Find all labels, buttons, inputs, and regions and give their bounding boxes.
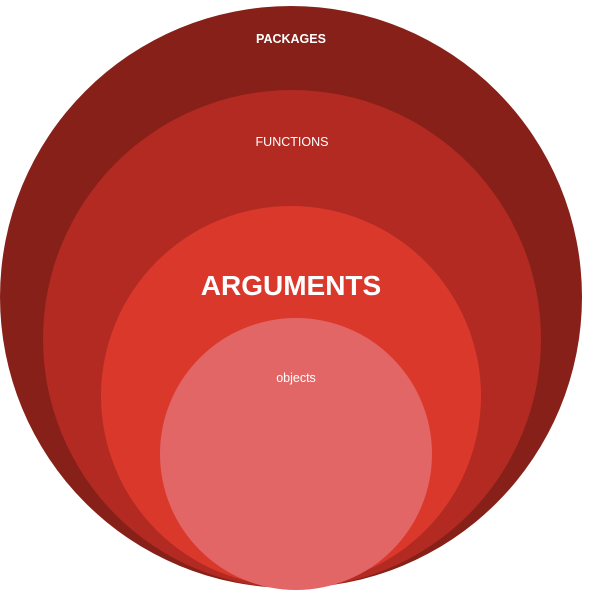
circle-objects xyxy=(160,318,432,590)
label-functions: FUNCTIONS xyxy=(256,135,329,149)
label-objects: objects xyxy=(276,371,316,385)
label-packages: PACKAGES xyxy=(256,32,326,46)
label-arguments: ARGUMENTS xyxy=(201,270,381,301)
